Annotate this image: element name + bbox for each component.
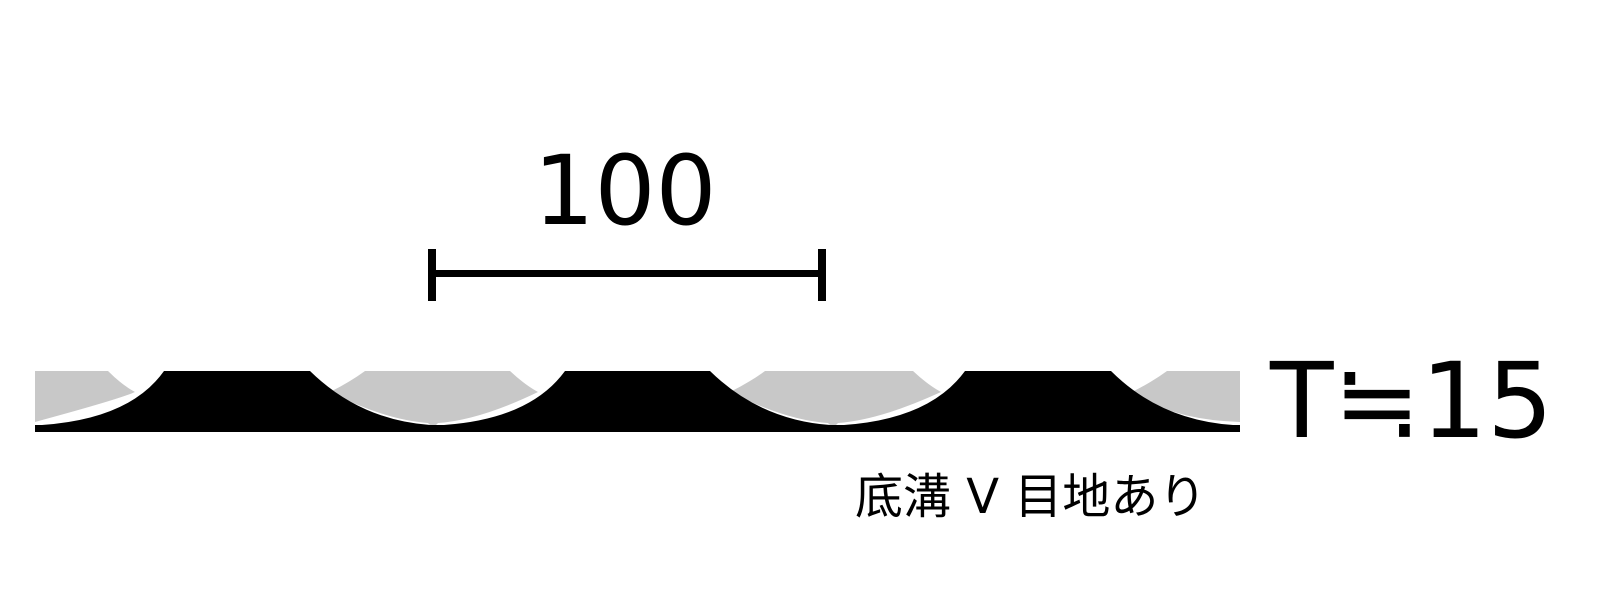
- board-segment-dark: [837, 371, 1240, 432]
- board-segment-dark: [35, 371, 437, 432]
- board-segment-light: [35, 371, 135, 422]
- thickness-label: T≒15: [1269, 340, 1553, 462]
- dimension-tick-right: [818, 249, 826, 301]
- board-segment-dark: [437, 371, 837, 432]
- board-segment-light: [1132, 371, 1240, 422]
- board-segment-light: [330, 371, 538, 428]
- board-profile: [35, 371, 1240, 432]
- dimension-line: [432, 270, 822, 277]
- bottom-groove-note: 底溝 V 目地あり: [855, 469, 1206, 525]
- board-base-line: [35, 425, 1240, 432]
- board-segment-light: [730, 371, 941, 428]
- dimension-label: 100: [533, 135, 716, 247]
- dimension-indicator: 100: [428, 135, 826, 301]
